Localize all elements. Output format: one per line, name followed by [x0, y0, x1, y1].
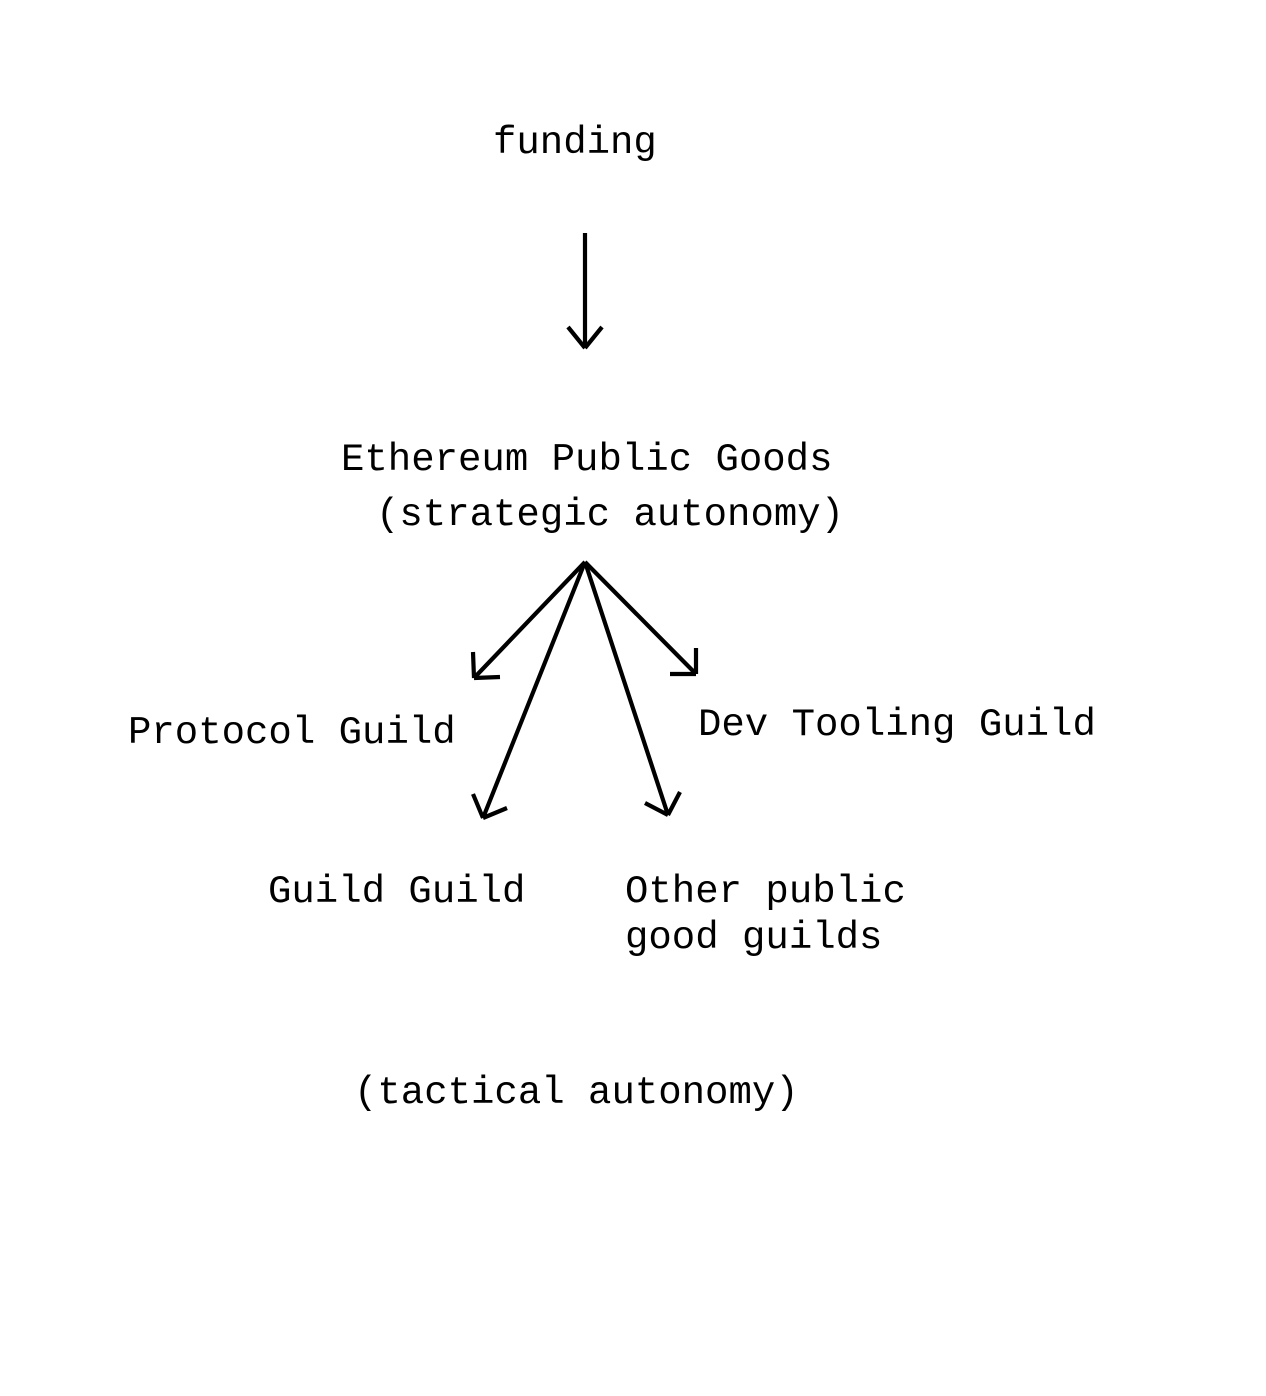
- arrow-epg-to-protocol-guild: [470, 560, 587, 681]
- arrow-epg-to-other-guilds: [583, 561, 682, 817]
- node-funding: funding: [493, 121, 657, 165]
- node-dev-tooling-guild: Dev Tooling Guild: [698, 703, 1096, 747]
- node-guild-guild: Guild Guild: [268, 870, 526, 914]
- arrow-funding-to-epg: [566, 233, 604, 350]
- arrow-epg-to-dev-tooling-guild: [583, 560, 699, 677]
- arrow-epg-to-guild-guild: [471, 561, 587, 820]
- node-other-public-good-guilds-line1: Other public: [625, 870, 906, 914]
- node-protocol-guild: Protocol Guild: [128, 711, 456, 755]
- node-ethereum-public-goods: Ethereum Public Goods: [341, 438, 833, 482]
- node-tactical-autonomy-caption: (tactical autonomy): [354, 1071, 799, 1115]
- node-strategic-autonomy-caption: (strategic autonomy): [376, 493, 845, 537]
- node-other-public-good-guilds-line2: good guilds: [625, 916, 883, 960]
